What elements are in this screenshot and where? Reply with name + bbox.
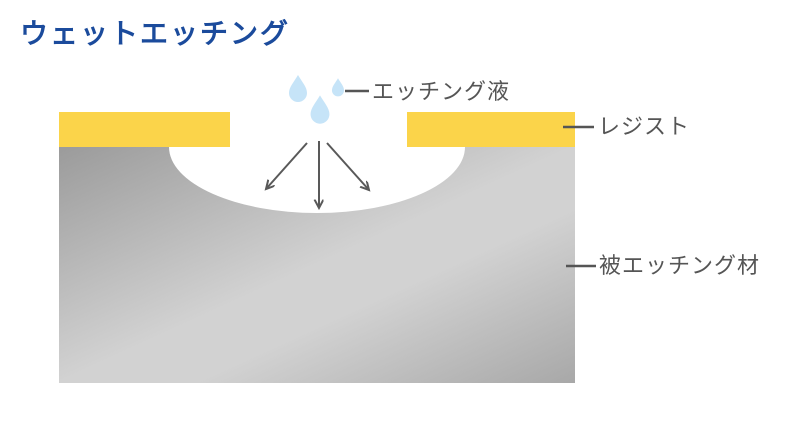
- substrate-label: 被エッチング材: [599, 253, 761, 278]
- label-connectors: [345, 89, 596, 268]
- etched-cavity: [169, 147, 465, 213]
- etch-direction-arrows: [266, 141, 369, 208]
- etchant-label: エッチング液: [372, 79, 511, 104]
- resist-left-bar: [59, 112, 230, 147]
- etchant-droplets: [289, 75, 345, 124]
- resist-label: レジスト: [598, 114, 691, 139]
- resist-right-bar: [407, 112, 575, 147]
- water-droplet-icon: [331, 78, 345, 97]
- water-droplet-icon: [310, 95, 330, 124]
- water-droplet-icon: [289, 75, 307, 102]
- etch-arrow-down-right-icon: [326, 142, 369, 190]
- etch-arrow-down-left-icon: [266, 142, 308, 189]
- page-title: ウェットエッチング: [20, 18, 291, 49]
